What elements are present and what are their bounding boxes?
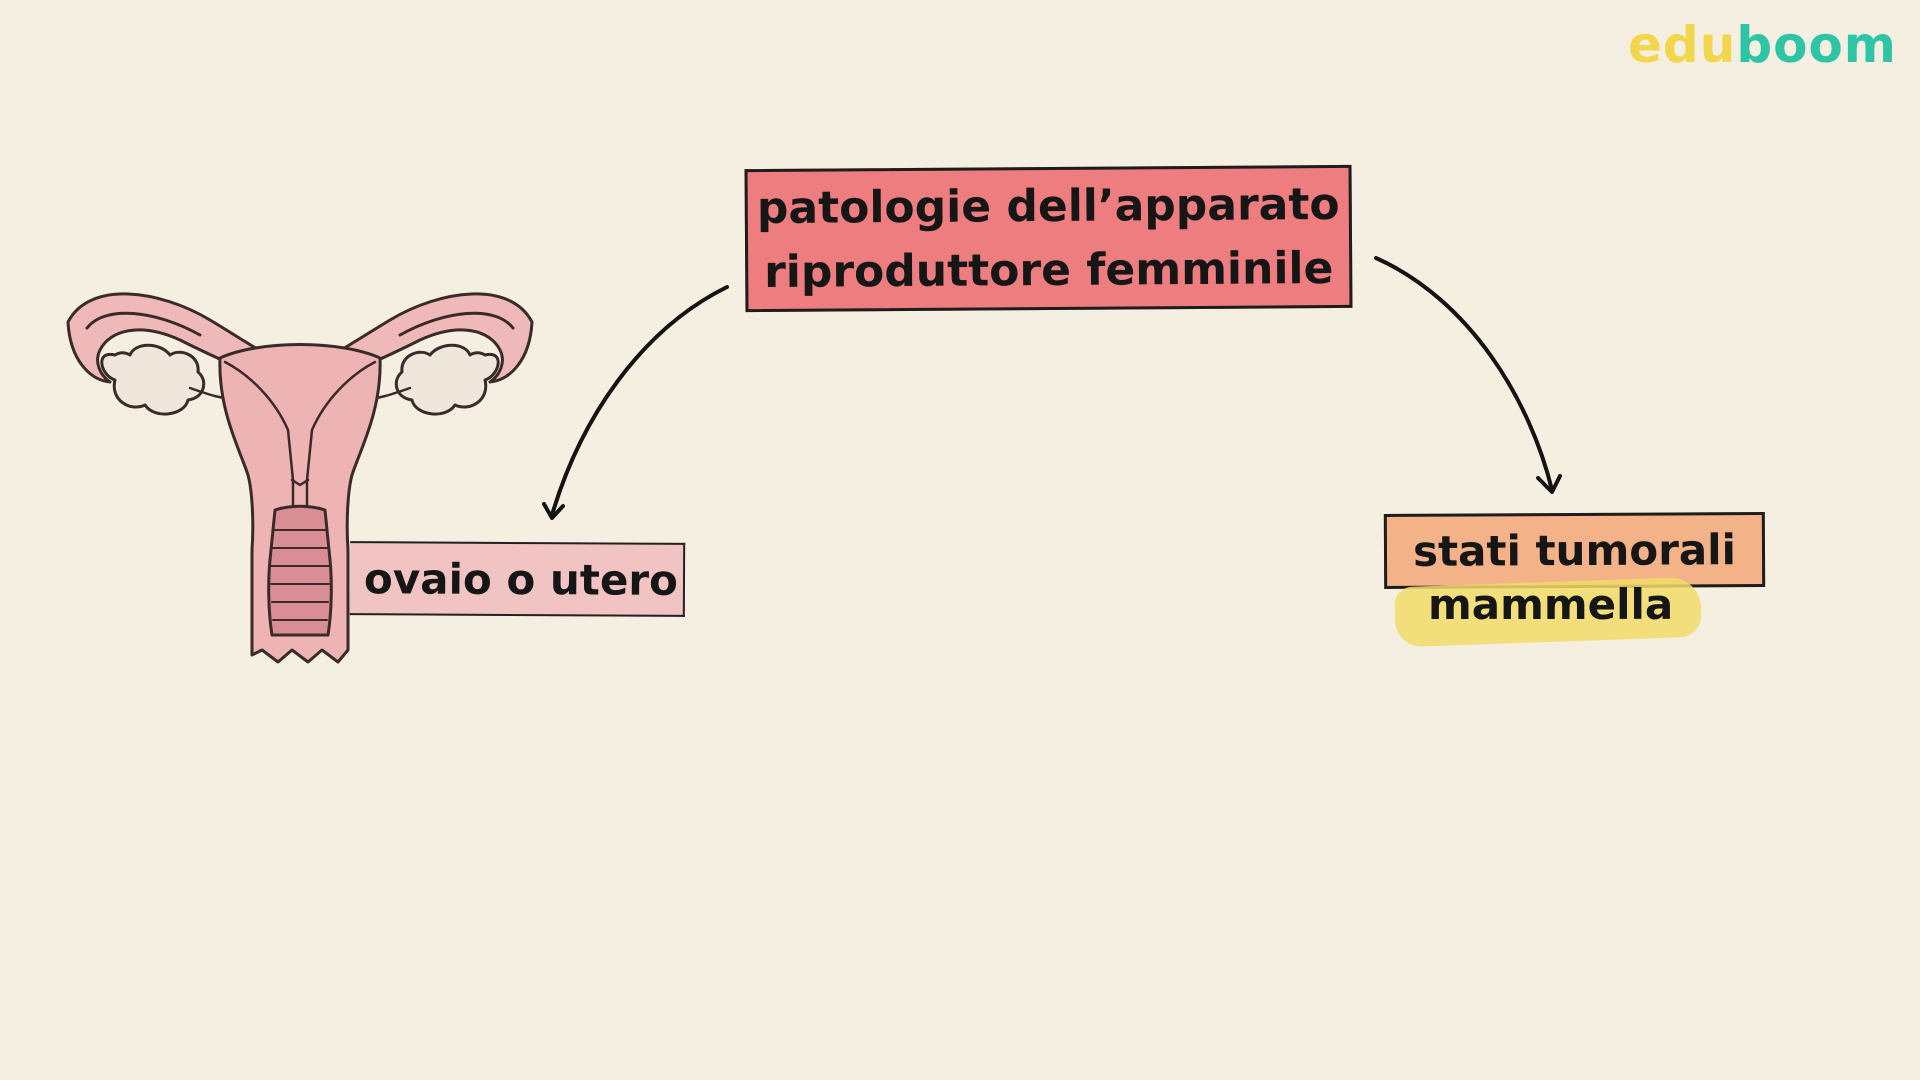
root-topic-box: patologie dell’apparato riproduttore fem… [744,164,1353,313]
uterus-illustration-icon [66,292,534,664]
logo-part-boom: boom [1736,16,1897,74]
right-node-line2: mammella [1428,580,1674,629]
right-node-line1: stati tumorali [1412,525,1737,576]
root-topic-line1: patologie dell’apparato [756,178,1340,234]
right-node-box: stati tumorali [1383,512,1766,589]
arrow-right-curve [1374,256,1554,492]
arrow-left-curve [550,285,729,517]
logo-part-edu: edu [1628,16,1737,74]
arrow-left-head [542,502,565,520]
eduboom-logo: eduboom [1628,20,1897,70]
root-topic-line2: riproduttore femminile [763,242,1334,298]
arrow-right-head [1536,474,1562,494]
